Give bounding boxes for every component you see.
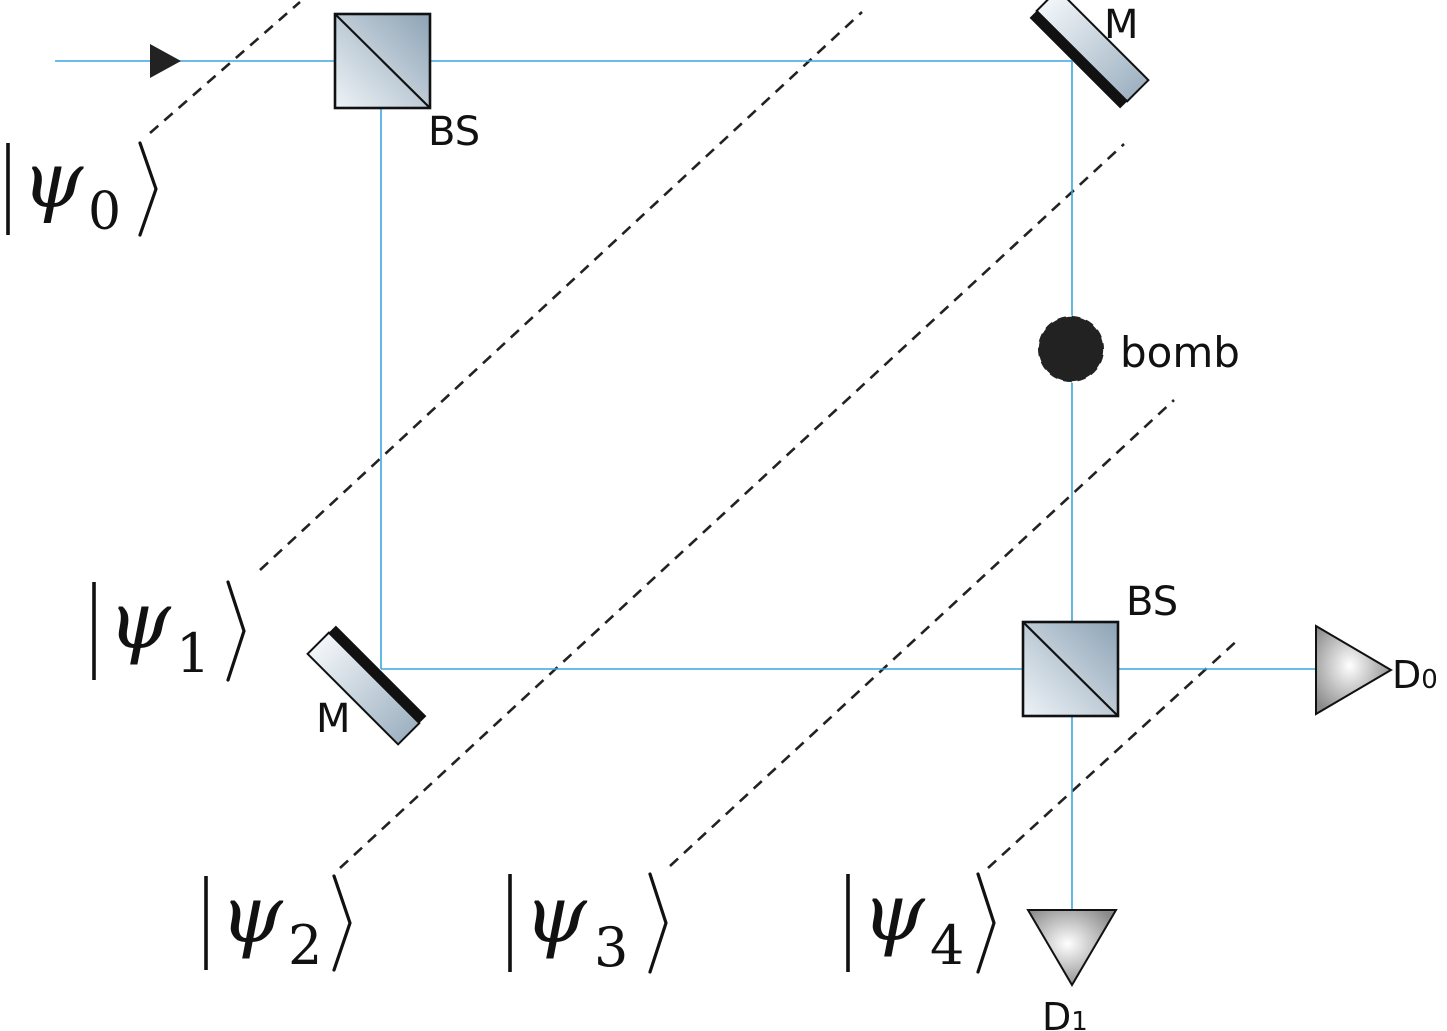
state-0-symbol: ψ <box>22 136 84 226</box>
state-ket-0: ψ 0 <box>6 136 158 242</box>
state-4-subscript: 4 <box>930 914 964 977</box>
bomb: bomb <box>1037 315 1240 383</box>
state-2-subscript: 2 <box>288 914 322 977</box>
state-1-subscript: 1 <box>176 622 210 685</box>
mirror-top-label: M <box>1104 2 1139 48</box>
state-ket-1: ψ 1 <box>92 574 246 685</box>
detector-1-label: D1 <box>1042 995 1088 1031</box>
beam-splitter-2: BS <box>1021 579 1178 718</box>
mirror-bottom <box>306 625 427 746</box>
beam-paths <box>55 60 1320 912</box>
mirror-top <box>1029 0 1150 109</box>
beam-splitter-1-label: BS <box>428 109 480 155</box>
state-line-3 <box>669 399 1175 867</box>
beam-splitter-1: BS <box>333 12 480 155</box>
state-line-2 <box>339 143 1125 869</box>
state-0-subscript: 0 <box>88 182 121 242</box>
state-4-symbol: ψ <box>862 866 926 959</box>
detector-0: D0 <box>1315 624 1438 716</box>
state-line-0 <box>149 1 301 134</box>
state-ket-2: ψ 2 <box>204 868 352 977</box>
bomb-label: bomb <box>1120 328 1240 377</box>
state-line-1 <box>259 11 863 571</box>
state-ket-4: ψ 4 <box>846 866 996 977</box>
state-ket-3: ψ 3 <box>508 868 668 979</box>
state-3-symbol: ψ <box>524 868 588 961</box>
beam-splitter-2-label: BS <box>1126 579 1178 625</box>
state-1-symbol: ψ <box>108 574 172 667</box>
state-3-subscript: 3 <box>594 916 628 979</box>
state-2-symbol: ψ <box>220 868 284 961</box>
input-arrow-icon <box>150 44 181 78</box>
mirror-bottom-label: M <box>316 696 351 742</box>
detector-1: D1 <box>1026 909 1118 1031</box>
detector-0-label: D0 <box>1392 653 1438 697</box>
